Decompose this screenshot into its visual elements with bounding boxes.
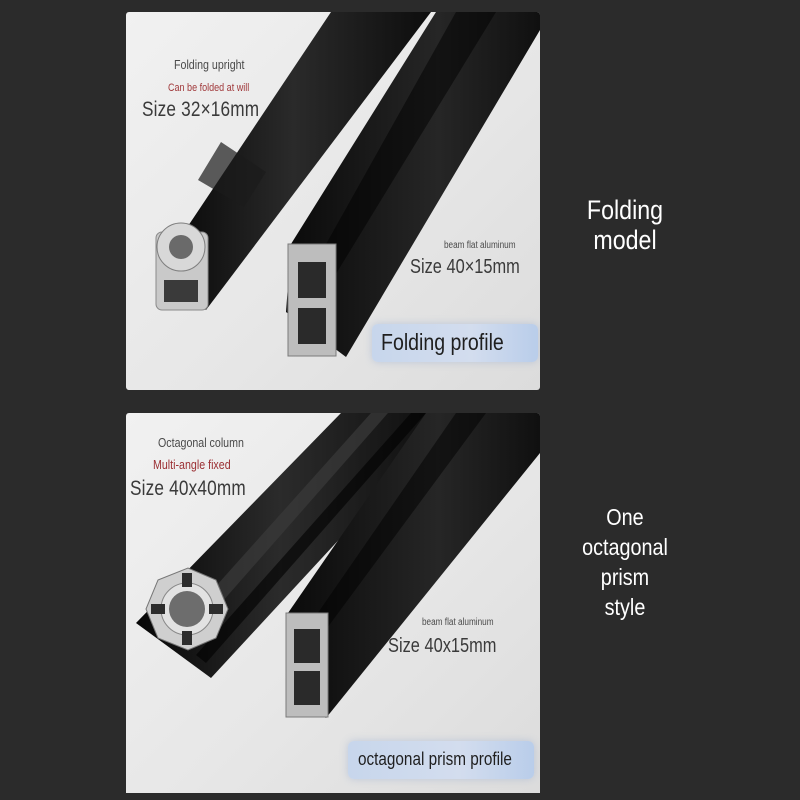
beam-size: Size 40×15mm <box>410 256 520 278</box>
upright-title: Folding upright <box>174 57 245 72</box>
upright-note: Can be folded at will <box>168 82 250 94</box>
upright-size: Size 32×16mm <box>142 98 260 121</box>
folding-model-line1: Folding <box>586 195 664 225</box>
octagonal-style-caption: One octagonal prism style <box>569 502 681 622</box>
upright-end-cap <box>155 222 209 311</box>
beam-end-section <box>287 243 337 357</box>
hinge-joint <box>198 142 266 207</box>
column-size: Size 40x40mm <box>130 477 246 500</box>
beam-body <box>286 12 540 357</box>
beam-body-2 <box>286 413 540 718</box>
folding-profile-label: Folding profile <box>381 329 504 355</box>
column-title: Octagonal column <box>158 435 244 450</box>
profile-label-pill <box>372 324 538 362</box>
folding-model-line2: model <box>593 225 657 255</box>
beam-title: beam flat aluminum <box>444 240 516 251</box>
octagonal-profile-panel: Octagonal column Multi-angle fixed Size … <box>126 413 540 793</box>
folding-profile-panel: Folding upright Can be folded at will Si… <box>126 12 540 390</box>
octagonal-style-line2: octagonal <box>582 534 668 560</box>
octagonal-style-line3: prism <box>600 564 650 590</box>
beam-end-section-2 <box>285 612 329 718</box>
octagonal-style-line1: One <box>606 504 644 530</box>
octagonal-style-line4: style <box>604 594 646 620</box>
profile-label-pill-2 <box>348 741 534 779</box>
octagonal-profile-label: octagonal prism profile <box>358 749 512 769</box>
folding-profile-illustration <box>155 12 540 357</box>
column-note: Multi-angle fixed <box>153 457 231 472</box>
upright-tube <box>156 12 431 310</box>
octagonal-profile-illustration <box>136 413 540 718</box>
beam-title-2: beam flat aluminum <box>422 617 494 628</box>
folding-model-caption: Folding model <box>569 195 681 255</box>
beam-size-2: Size 40x15mm <box>388 635 497 657</box>
octagonal-column-end <box>145 567 229 651</box>
